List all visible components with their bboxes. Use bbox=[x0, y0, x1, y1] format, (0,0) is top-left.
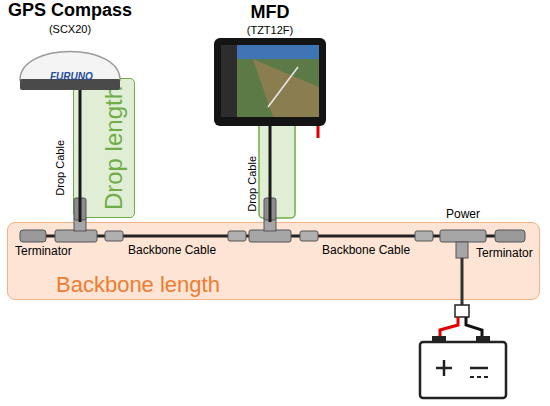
component-label: Terminator bbox=[476, 247, 533, 261]
brand-logo: FURUNO bbox=[50, 71, 93, 83]
display-screen bbox=[221, 45, 319, 117]
drop-cable bbox=[79, 90, 82, 222]
fuse-holder bbox=[455, 305, 469, 317]
display-bezel bbox=[214, 38, 326, 126]
cable-coupler bbox=[300, 231, 318, 241]
display-unit bbox=[213, 37, 327, 127]
negative-wire bbox=[466, 317, 482, 338]
dc-symbol bbox=[470, 376, 488, 378]
power-t-connector bbox=[440, 230, 486, 242]
node-title: Drop length bbox=[100, 86, 128, 210]
minus-symbol bbox=[470, 367, 488, 370]
drop-length-band: Drop length bbox=[73, 78, 135, 218]
node-subtitle: (TZT12F) bbox=[205, 24, 335, 37]
cable-coupler bbox=[228, 231, 246, 241]
power-cable bbox=[461, 258, 464, 305]
t-connector bbox=[55, 230, 97, 242]
component-label: Terminator bbox=[15, 245, 72, 259]
plus-symbol bbox=[443, 360, 446, 376]
node-title: GPS Compass bbox=[0, 0, 140, 21]
screen-land bbox=[253, 59, 319, 117]
antenna-dome bbox=[18, 40, 122, 92]
positive-wire bbox=[440, 317, 458, 338]
cable-coupler bbox=[415, 231, 433, 241]
power-t-stub bbox=[456, 242, 468, 258]
terminator-plug bbox=[20, 230, 46, 242]
cable-label: Drop Cable bbox=[246, 156, 259, 212]
cable-coupler bbox=[105, 231, 123, 241]
battery bbox=[420, 342, 506, 398]
drop-cable bbox=[269, 126, 272, 222]
node-title: MFD bbox=[205, 2, 335, 23]
terminator-plug bbox=[495, 230, 525, 242]
mfd-display: MFD(TZT12F) bbox=[205, 0, 335, 126]
t-connector bbox=[249, 230, 291, 242]
screen-sidebar bbox=[221, 45, 237, 117]
mfd-power-lead bbox=[317, 124, 320, 138]
cable-label: Drop Cable bbox=[54, 140, 67, 196]
node-title: Backbone length bbox=[56, 272, 220, 297]
cable-label: Backbone Cable bbox=[128, 244, 216, 258]
cable-label: Backbone Cable bbox=[322, 244, 410, 258]
screen-route bbox=[268, 67, 298, 107]
node-subtitle: (SCX20) bbox=[0, 23, 140, 36]
component-label: Power bbox=[446, 208, 480, 222]
